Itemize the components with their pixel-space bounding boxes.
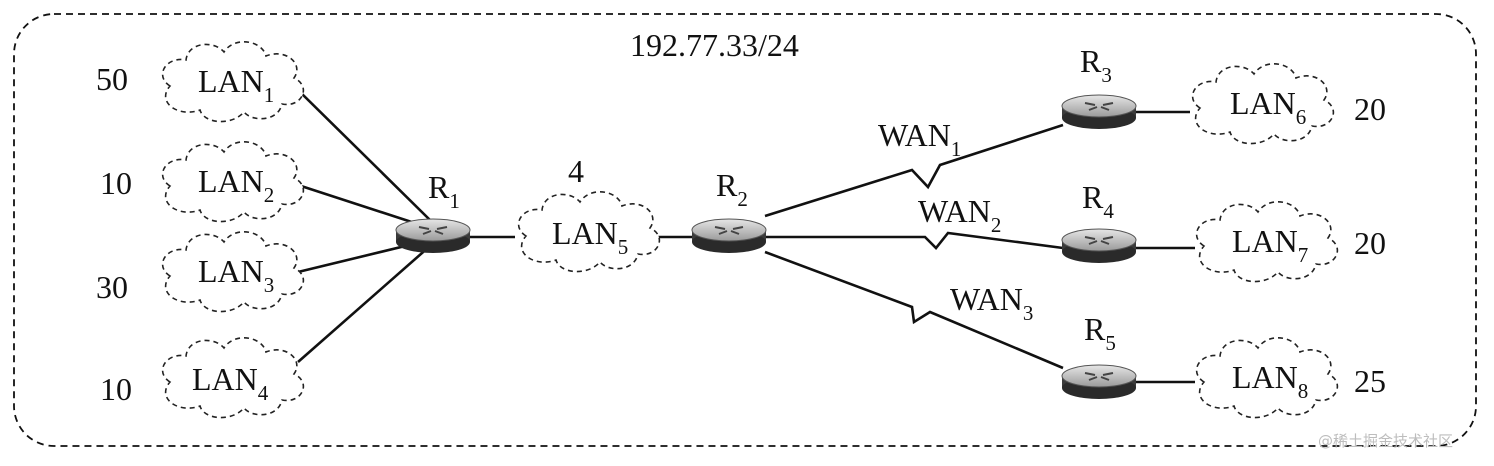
lan3-host-count: 30 <box>96 269 128 305</box>
lan3-name: LAN <box>198 253 264 289</box>
lan5-name: LAN <box>552 215 618 251</box>
svg-text:LAN7: LAN7 <box>1232 223 1308 267</box>
lan8-cloud: LAN8 <box>1195 337 1339 419</box>
svg-text:LAN5: LAN5 <box>552 215 628 259</box>
watermark-text: @稀土掘金技术社区 <box>1318 432 1453 450</box>
lan5-host-count: 4 <box>568 153 584 189</box>
router-r1: R1 <box>395 169 471 254</box>
lan7-cloud: LAN7 <box>1195 201 1339 283</box>
svg-text:LAN2: LAN2 <box>198 163 274 207</box>
lan4-host-count: 10 <box>100 371 132 407</box>
lan8-name: LAN <box>1232 359 1298 395</box>
lan1-subscript: 1 <box>264 83 275 107</box>
lan4-cloud: LAN4 <box>161 337 305 419</box>
router-r3: R3 <box>1061 43 1137 130</box>
svg-text:R2: R2 <box>716 167 748 211</box>
link-lan2-r1 <box>297 183 431 230</box>
lan6-name: LAN <box>1230 85 1296 121</box>
router-r1-icon <box>395 218 471 254</box>
svg-text:LAN6: LAN6 <box>1230 85 1306 129</box>
router-r5-subscript: 5 <box>1105 331 1116 355</box>
router-r1-subscript: 1 <box>449 189 460 213</box>
lan7-host-count: 20 <box>1354 225 1386 261</box>
router-r4-icon <box>1061 228 1137 264</box>
svg-text:LAN3: LAN3 <box>198 253 274 297</box>
link-lan4-r1 <box>297 245 431 363</box>
svg-text:R3: R3 <box>1080 43 1112 87</box>
router-r2: R2 <box>691 167 767 254</box>
lan8-host-count: 25 <box>1354 363 1386 399</box>
wan3-label: WAN3 <box>950 281 1033 325</box>
router-r5: R5 <box>1061 311 1137 400</box>
router-r4: R4 <box>1061 179 1137 264</box>
lan4-name: LAN <box>192 361 258 397</box>
lan1-cloud: LAN1 <box>161 41 305 123</box>
lan6-subscript: 6 <box>1296 105 1307 129</box>
lan5-cloud: LAN5 <box>517 191 661 273</box>
router-r3-icon <box>1061 94 1137 130</box>
svg-text:R4: R4 <box>1082 179 1114 223</box>
lan3-subscript: 3 <box>264 273 275 297</box>
link-wan1 <box>764 123 1064 218</box>
router-r2-subscript: 2 <box>737 187 748 211</box>
router-r1-name: R <box>428 169 450 205</box>
lan2-cloud: LAN2 <box>161 141 305 223</box>
svg-text:LAN1: LAN1 <box>198 63 274 107</box>
lan5-subscript: 5 <box>618 235 629 259</box>
router-r2-name: R <box>716 167 738 203</box>
lan8-subscript: 8 <box>1298 379 1309 403</box>
lan3-cloud: LAN3 <box>161 231 305 313</box>
network-boundary <box>13 13 1477 447</box>
lan2-name: LAN <box>198 163 264 199</box>
router-r4-name: R <box>1082 179 1104 215</box>
svg-text:R5: R5 <box>1084 311 1116 355</box>
lan1-host-count: 50 <box>96 61 128 97</box>
router-r5-icon <box>1061 364 1137 400</box>
svg-text:LAN4: LAN4 <box>192 361 269 405</box>
lan2-host-count: 10 <box>100 165 132 201</box>
svg-text:LAN8: LAN8 <box>1232 359 1308 403</box>
link-wan2 <box>765 231 1064 250</box>
svg-text:R1: R1 <box>428 169 460 213</box>
router-r3-subscript: 3 <box>1101 63 1112 87</box>
lan6-cloud: LAN6 <box>1191 63 1335 145</box>
wan2-label: WAN2 <box>918 193 1001 237</box>
lan1-name: LAN <box>198 63 264 99</box>
network-address-label: 192.77.33/24 <box>630 27 799 63</box>
wan1-label: WAN1 <box>878 117 961 161</box>
router-r2-icon <box>691 218 767 254</box>
router-r4-subscript: 4 <box>1103 199 1114 223</box>
router-r5-name: R <box>1084 311 1106 347</box>
link-wan3 <box>764 250 1064 370</box>
link-lan1-r1 <box>297 89 431 221</box>
lan7-subscript: 7 <box>1298 243 1309 267</box>
lan4-subscript: 4 <box>258 381 269 405</box>
lan2-subscript: 2 <box>264 183 275 207</box>
lan6-host-count: 20 <box>1354 91 1386 127</box>
lan7-name: LAN <box>1232 223 1298 259</box>
router-r3-name: R <box>1080 43 1102 79</box>
